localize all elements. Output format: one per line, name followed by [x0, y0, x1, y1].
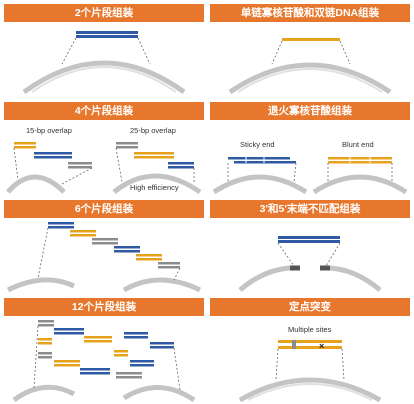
- label-25bp-overlap: 25-bp overlap: [130, 126, 176, 135]
- diagram-annealed: Sticky end Blunt end: [210, 122, 410, 194]
- label-high-efficiency: High efficiency: [130, 183, 179, 192]
- mutation-mark: ×: [319, 341, 324, 351]
- label-blunt-end: Blunt end: [342, 140, 374, 149]
- diagram-site-directed: Multiple sites ×: [210, 318, 410, 402]
- diagram-mismatch: [210, 220, 410, 292]
- panel-ssoligo-dsdna: 单链寡核苷酸和双链DNA组装: [210, 4, 410, 96]
- fragments-25bp: [116, 142, 194, 169]
- vector-backbone: [22, 60, 186, 94]
- vector-right: [112, 173, 202, 194]
- fragments-twelve: [38, 320, 174, 379]
- vector-left: [212, 174, 308, 194]
- panel-twelve-fragment: 12个片段组装: [4, 298, 204, 402]
- fragment-blue: [76, 31, 138, 38]
- vector-backbone: [12, 384, 196, 402]
- panel-title: 6个片段组装: [4, 200, 204, 218]
- panel-title: 3'和5'末端不匹配组装: [210, 200, 410, 218]
- panel-mismatch-ends: 3'和5'末端不匹配组装: [210, 200, 410, 292]
- label-15bp-overlap: 15-bp overlap: [26, 126, 72, 135]
- vector-backbone: [228, 62, 392, 94]
- fragment-blue: [278, 236, 340, 243]
- panel-site-directed: 定点突变 Multiple sites ×: [210, 298, 410, 402]
- panel-title: 退火寡核苷酸组装: [210, 102, 410, 120]
- fragments-six: [48, 222, 180, 269]
- diagram-six-fragment: [4, 220, 204, 292]
- panel-six-fragment: 6个片段组装: [4, 200, 204, 292]
- blunt-oligos: [328, 157, 392, 164]
- vector-backbone: [6, 277, 202, 292]
- panel-title: 定点突变: [210, 298, 410, 316]
- vector-left: [6, 174, 66, 194]
- fragments-15bp: [14, 142, 92, 169]
- vector-backbone: [238, 265, 382, 292]
- diagram-twelve-fragment: [4, 318, 204, 402]
- diagram-ssoligo: [210, 24, 410, 94]
- diagram-four-fragment: 15-bp overlap 25-bp overlap High efficie…: [4, 122, 204, 194]
- mutant-plasmid: ×: [278, 340, 342, 351]
- panel-title: 单链寡核苷酸和双链DNA组装: [210, 4, 410, 22]
- oligo-gold: [282, 38, 340, 41]
- panel-four-fragment: 4个片段组装 15-bp overlap 25-bp overlap High …: [4, 102, 204, 194]
- panel-title: 12个片段组装: [4, 298, 204, 316]
- panel-title: 4个片段组装: [4, 102, 204, 120]
- label-multiple-sites: Multiple sites: [288, 325, 332, 334]
- label-sticky-end: Sticky end: [240, 140, 275, 149]
- vector-right: [312, 174, 408, 194]
- panel-title: 2个片段组装: [4, 4, 204, 22]
- diagram-two-fragment: [4, 24, 204, 94]
- vector-backbone: [238, 377, 382, 402]
- sticky-oligos: [228, 157, 296, 164]
- panel-annealed-oligo: 退火寡核苷酸组装 Sticky end Blunt end: [210, 102, 410, 194]
- panel-two-fragment: 2个片段组装: [4, 4, 204, 96]
